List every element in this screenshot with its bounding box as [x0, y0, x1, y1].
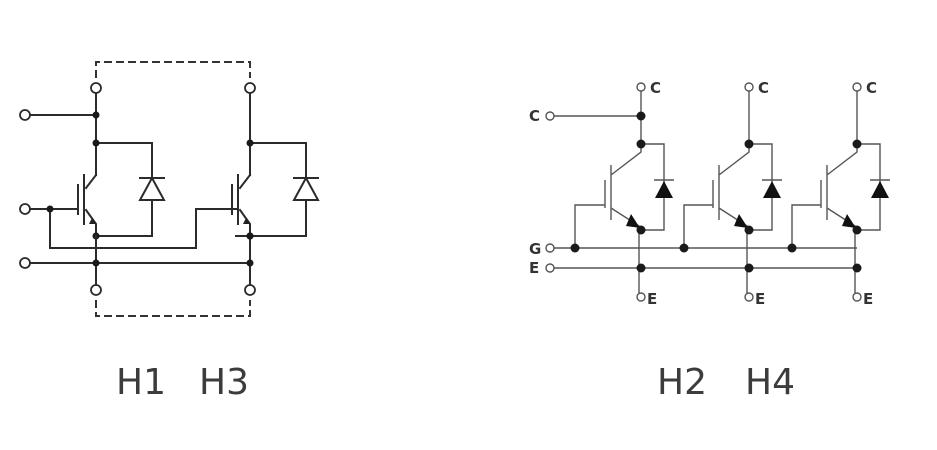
- left-emitter-terminal-2: [244, 284, 256, 296]
- leg-2-collector-wiring: [748, 91, 773, 231]
- left-dashed-enclosure: [95, 61, 251, 317]
- left-collector-terminal-2: [244, 82, 256, 94]
- pin-label-e-left: E: [529, 259, 539, 277]
- emitter-arrow-icon: [626, 214, 640, 228]
- right-terminal-e: [545, 263, 555, 273]
- left-terminal-gate: [19, 203, 31, 215]
- pin-label-g: G: [529, 240, 541, 258]
- right-three-igbt-schematic: C G E: [529, 82, 890, 302]
- emitter-arrow-icon: [734, 214, 748, 228]
- left-terminal-top: [19, 109, 31, 121]
- diode-icon: [138, 175, 166, 201]
- leg-2-collector-terminal: [744, 82, 754, 92]
- left-half-bridge-schematic: [19, 61, 320, 317]
- pin-label-c-3: C: [866, 79, 877, 97]
- pin-label-e-2: E: [755, 290, 765, 308]
- caption-h3: H3: [199, 362, 249, 403]
- junction-dot: [636, 263, 646, 273]
- leg-3-igbt: [820, 144, 858, 293]
- diode-icon: [871, 181, 889, 198]
- left-terminal-emitter: [19, 257, 31, 269]
- leg-1-collector-wiring: [640, 91, 665, 231]
- junction-dot: [852, 263, 862, 273]
- caption-h2: H2: [657, 362, 707, 403]
- left-igbt-2: [231, 92, 320, 286]
- pin-label-c-left: C: [529, 107, 540, 125]
- leg-3-collector-wiring: [856, 91, 881, 231]
- junction-dot: [744, 225, 754, 235]
- caption-h1: H1: [116, 362, 166, 403]
- left-igbt-1: [29, 92, 237, 286]
- junction-dot: [852, 139, 862, 149]
- diode-icon: [292, 175, 320, 201]
- pin-label-e-3: E: [863, 290, 873, 308]
- leg-3-collector-terminal: [852, 82, 862, 92]
- leg-3-gate-lead: [791, 204, 821, 248]
- junction-dot: [744, 139, 754, 149]
- leg-1-gate-lead: [574, 204, 605, 248]
- left-emitter-terminal-1: [90, 284, 102, 296]
- leg-2-igbt: [712, 144, 750, 293]
- pin-label-c-1: C: [650, 79, 661, 97]
- leg-3-emitter-terminal: [852, 292, 862, 302]
- leg-1-collector-terminal: [636, 82, 646, 92]
- leg-1-emitter-terminal: [636, 292, 646, 302]
- caption-h4: H4: [745, 362, 795, 403]
- leg-2-gate-lead: [683, 204, 713, 248]
- diode-icon: [763, 181, 781, 198]
- junction-dot: [852, 225, 862, 235]
- emitter-arrow-icon: [842, 214, 856, 228]
- junction-dot: [636, 139, 646, 149]
- junction-dot: [636, 225, 646, 235]
- diode-icon: [655, 181, 673, 198]
- pin-label-c-2: C: [758, 79, 769, 97]
- right-terminal-g: [545, 243, 555, 253]
- leg-1-igbt: [604, 144, 642, 293]
- pin-label-e-1: E: [647, 290, 657, 308]
- right-terminal-c: [545, 111, 555, 121]
- junction-dot: [744, 263, 754, 273]
- left-collector-terminal-1: [90, 82, 102, 94]
- leg-2-emitter-terminal: [744, 292, 754, 302]
